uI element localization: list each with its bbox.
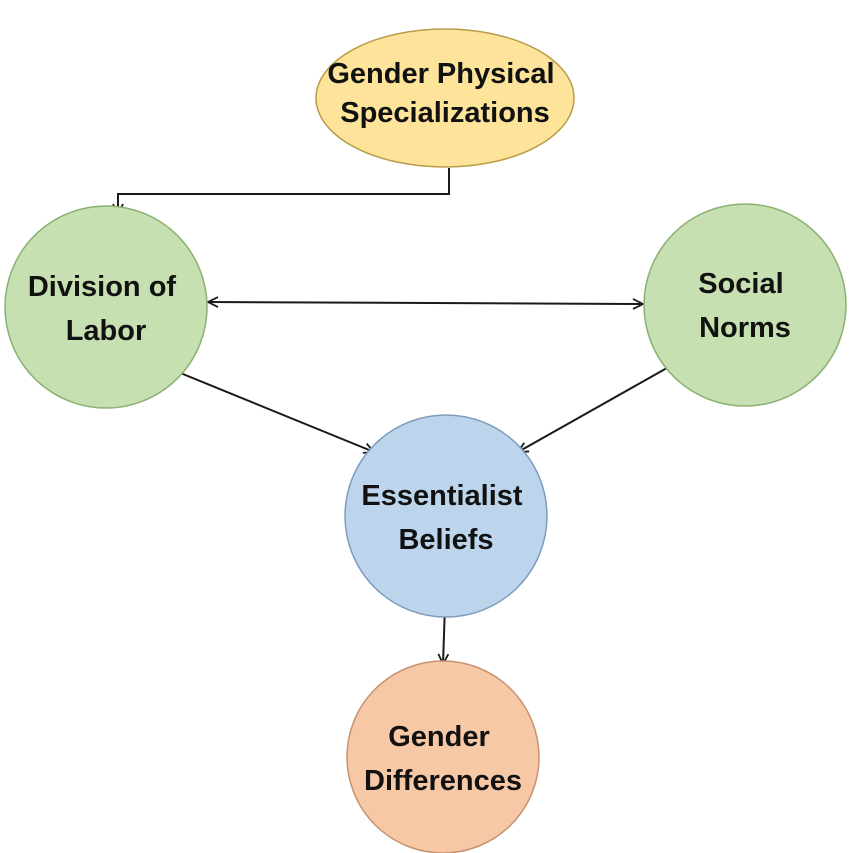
node-label: Essentialist Beliefs	[361, 480, 530, 556]
node-label-line-1: Gender	[388, 721, 490, 753]
node-gender-physical-specializations: Gender Physical Specializations	[315, 28, 575, 168]
node-gender-differences: Gender Differences	[346, 660, 540, 853]
node-shape	[643, 203, 847, 407]
node-shape	[346, 660, 540, 853]
node-shape	[4, 205, 208, 409]
node-shape	[315, 28, 575, 168]
node-label-line-1: Essentialist	[361, 480, 523, 512]
edge-division-to-essentialist	[177, 371, 374, 452]
node-label: Gender Differences	[364, 721, 522, 797]
edge-social-to-essentialist	[518, 363, 675, 452]
edge-specializations-to-division	[118, 168, 450, 214]
node-label-line-1: Social	[698, 268, 783, 300]
node-label-line-2: Beliefs	[398, 524, 493, 556]
node-label-line-2: Differences	[364, 765, 522, 797]
node-shape	[344, 414, 548, 618]
node-label-line-1: Gender Physical	[327, 58, 554, 90]
node-division-of-labor: Division of Labor	[4, 205, 208, 409]
edges	[118, 168, 675, 664]
node-label: Gender Physical Specializations	[327, 58, 562, 129]
edge-division-social-bidirectional	[208, 302, 643, 304]
node-label: Division of Labor	[28, 271, 184, 347]
node-label: Social Norms	[698, 268, 792, 344]
node-essentialist-beliefs: Essentialist Beliefs	[344, 414, 548, 618]
node-label-line-2: Norms	[699, 312, 791, 344]
node-label-line-2: Labor	[66, 315, 147, 347]
node-label-line-1: Division of	[28, 271, 177, 303]
node-label-line-2: Specializations	[340, 97, 550, 129]
node-social-norms: Social Norms	[643, 203, 847, 407]
